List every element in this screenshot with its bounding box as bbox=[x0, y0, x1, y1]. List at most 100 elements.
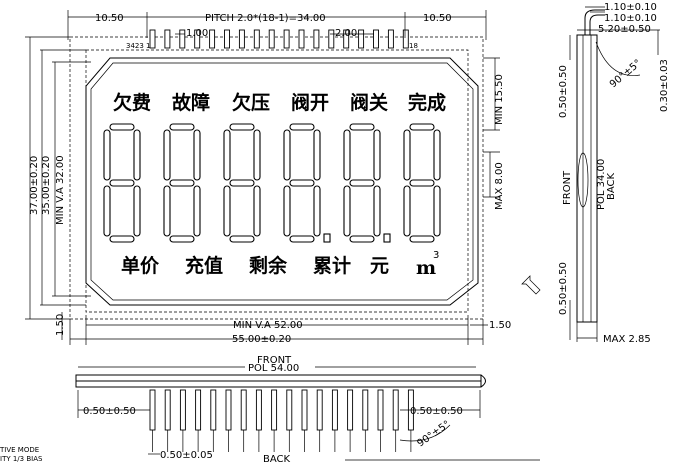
digit bbox=[403, 123, 441, 243]
digit-segment bbox=[289, 235, 315, 243]
digit bbox=[343, 123, 391, 243]
glass-outline bbox=[69, 36, 484, 320]
bottom-pin bbox=[301, 389, 308, 431]
bottom-view: FRONT POL 54.00 0.50±0.50 0.50±0.50 0.50… bbox=[75, 355, 540, 464]
side-view: 1.10±0.10 1.10±0.10 5.20±0.50 90°±5° 0.3… bbox=[521, 2, 670, 345]
digit bbox=[283, 123, 331, 243]
top-pin bbox=[179, 29, 186, 49]
view-area-width-dim: MIN V.A 52.00 bbox=[233, 320, 303, 331]
min-right-top-dim: MIN 15.50 bbox=[494, 74, 505, 125]
pin-last-label: 18 bbox=[409, 42, 418, 50]
pin-first-label: 3423 1 bbox=[126, 42, 151, 50]
bottom-pol-label: POL 54.00 bbox=[248, 363, 299, 374]
bottom-pin bbox=[240, 389, 247, 431]
digit bbox=[163, 123, 201, 243]
side-angle-dim: 90°±5° bbox=[608, 58, 644, 91]
digit-segment bbox=[373, 129, 381, 181]
digit-segment bbox=[229, 179, 255, 187]
bottom-pin bbox=[377, 389, 384, 431]
digit-segment bbox=[223, 185, 231, 237]
digit-segment bbox=[373, 185, 381, 237]
digit-segment bbox=[229, 235, 255, 243]
digit-segment bbox=[403, 185, 411, 237]
digit-segment bbox=[223, 129, 231, 181]
side-max-thickness: MAX 2.85 bbox=[603, 334, 651, 345]
digit bbox=[223, 123, 261, 243]
bottom-pin bbox=[271, 389, 278, 431]
symbol-low-voltage: 欠压 bbox=[232, 91, 270, 114]
top-pin bbox=[358, 29, 365, 49]
bottom-glass-top bbox=[75, 374, 482, 382]
decimal-point bbox=[323, 233, 331, 243]
top-pin-comb bbox=[149, 29, 409, 49]
symbol-recharge: 充值 bbox=[185, 254, 223, 277]
digit-segment bbox=[229, 123, 255, 131]
notes: TIVE MODE ITY 1/3 BIAS bbox=[0, 446, 43, 463]
bottom-pin bbox=[316, 389, 323, 431]
digit-segment bbox=[169, 179, 195, 187]
view-arrow-icon bbox=[521, 275, 541, 295]
digit-segment bbox=[289, 123, 315, 131]
right-margin-dim: 10.50 bbox=[423, 13, 452, 24]
symbol-yuan: 元 bbox=[370, 255, 389, 277]
symbol-remaining: 剩余 bbox=[249, 254, 288, 277]
digit-segment bbox=[349, 123, 375, 131]
top-pin bbox=[313, 29, 320, 49]
note-mode: TIVE MODE bbox=[0, 446, 39, 454]
top-pin bbox=[343, 29, 350, 49]
digit-segment bbox=[169, 123, 195, 131]
bottom-pin bbox=[362, 389, 369, 431]
digit-segment bbox=[283, 129, 291, 181]
symbol-cubic-meter: m bbox=[416, 257, 436, 279]
bottom-pin bbox=[195, 389, 202, 431]
digit-segment bbox=[133, 129, 141, 181]
lcd-window bbox=[85, 57, 479, 306]
top-pin bbox=[253, 29, 260, 49]
bottom-angle: 90°±5° bbox=[415, 419, 452, 450]
top-pin bbox=[149, 29, 156, 49]
digit-segment bbox=[403, 129, 411, 181]
bottom-pin bbox=[331, 389, 338, 431]
side-seal bbox=[577, 152, 589, 208]
digit-segment bbox=[409, 179, 435, 187]
digit-segment bbox=[103, 185, 111, 237]
symbol-unit-price: 单价 bbox=[121, 254, 160, 277]
digit-segment bbox=[133, 185, 141, 237]
bottom-pin bbox=[179, 389, 186, 431]
bottom-pin bbox=[225, 389, 232, 431]
side-glass bbox=[576, 34, 598, 323]
overall-width-dim: 55.00±0.20 bbox=[232, 334, 291, 345]
side-top-dim-1: 1.10±0.10 bbox=[604, 2, 657, 13]
digit-segment bbox=[409, 123, 435, 131]
digit-segment bbox=[349, 179, 375, 187]
digit-segment bbox=[109, 179, 135, 187]
digit-segment bbox=[163, 185, 171, 237]
right-offset-dim: 1.50 bbox=[489, 320, 511, 331]
bottom-pin bbox=[347, 389, 354, 431]
symbol-complete: 完成 bbox=[408, 91, 446, 114]
top-pin bbox=[268, 29, 275, 49]
digit-segment bbox=[253, 185, 261, 237]
side-top-dim-2: 1.10±0.10 bbox=[604, 13, 657, 24]
top-pin bbox=[209, 29, 216, 49]
digit-segment bbox=[343, 129, 351, 181]
height-35-dim: 35.00±0.20 bbox=[41, 156, 52, 215]
digit-segment bbox=[343, 185, 351, 237]
symbol-arrears: 欠费 bbox=[113, 91, 151, 114]
top-pin bbox=[373, 29, 379, 49]
note-bias: ITY 1/3 BIAS bbox=[0, 455, 43, 463]
bottom-pin bbox=[286, 389, 293, 431]
bottom-pin bbox=[164, 389, 171, 431]
top-pin bbox=[298, 29, 305, 49]
top-pin bbox=[224, 29, 230, 49]
digit-segment bbox=[193, 185, 201, 237]
bottom-offset-dim: 1.50 bbox=[55, 314, 66, 336]
digit-segment bbox=[253, 129, 261, 181]
bottom-pin-thickness: 0.50±0.05 bbox=[160, 450, 213, 461]
side-right-dim: 0.30±0.03 bbox=[659, 59, 670, 112]
symbol-fault: 故障 bbox=[172, 91, 210, 114]
bottom-front-label: FRONT bbox=[257, 355, 292, 366]
view-area-height-dim: MIN V.A 32.00 bbox=[55, 155, 66, 225]
left-margin-dim: 10.50 bbox=[95, 13, 124, 24]
